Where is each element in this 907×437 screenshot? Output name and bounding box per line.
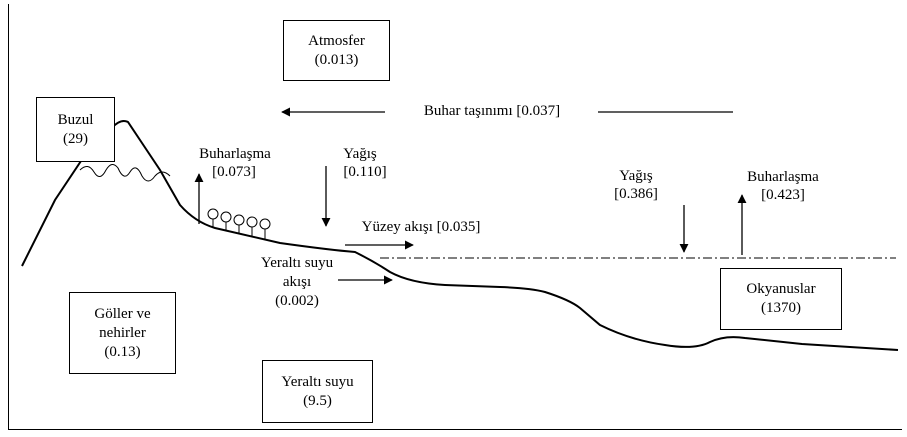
lakes-value: (0.13) [104,343,141,360]
oceans-box: Okyanuslar (1370) [720,268,842,330]
oceans-value: (1370) [761,300,801,316]
glacier-label: Buzul [57,111,94,128]
atmosphere-box: Atmosfer (0.013) [283,20,390,81]
vapor-transport-label: Buhar taşınımı [0.037] [423,103,561,119]
groundwater-box: Yeraltı suyu (9.5) [262,360,373,423]
surface-runoff-label: Yüzey akışı [0.035] [361,219,481,235]
glacier-box: Buzul (29) [36,97,115,162]
lakes-label-line2: nehirler [99,324,146,341]
groundwater-flow-label-line2: akışı [282,274,312,290]
terrain-line [21,120,899,351]
land-precipitation-label: Yağış [343,146,377,162]
groundwater-value: (9.5) [303,392,332,409]
trees [207,208,271,239]
ocean-evaporation-value: [0.423] [761,187,805,203]
lakes-rivers-box: Göller ve nehirler (0.13) [69,292,176,374]
atmosphere-label: Atmosfer [308,32,365,49]
groundwater-flow-label-line1: Yeraltı suyu [260,255,334,271]
land-precipitation-value: [0.110] [343,164,387,180]
snow-line [79,164,171,182]
glacier-value: (29) [63,130,88,147]
diagram-frame [8,4,902,430]
lakes-label-line1: Göller ve [94,305,151,322]
oceans-label: Okyanuslar [746,281,816,297]
land-evaporation-value: [0.073] [212,164,256,180]
groundwater-label: Yeraltı suyu [281,373,354,390]
atmosphere-value: (0.013) [314,51,359,68]
ocean-evaporation-label: Buharlaşma [747,169,819,185]
land-evaporation-label: Buharlaşma [199,146,271,162]
ocean-precipitation-value: [0.386] [614,186,658,202]
ocean-precipitation-label: Yağış [619,168,653,184]
groundwater-flow-value: (0.002) [275,293,319,309]
